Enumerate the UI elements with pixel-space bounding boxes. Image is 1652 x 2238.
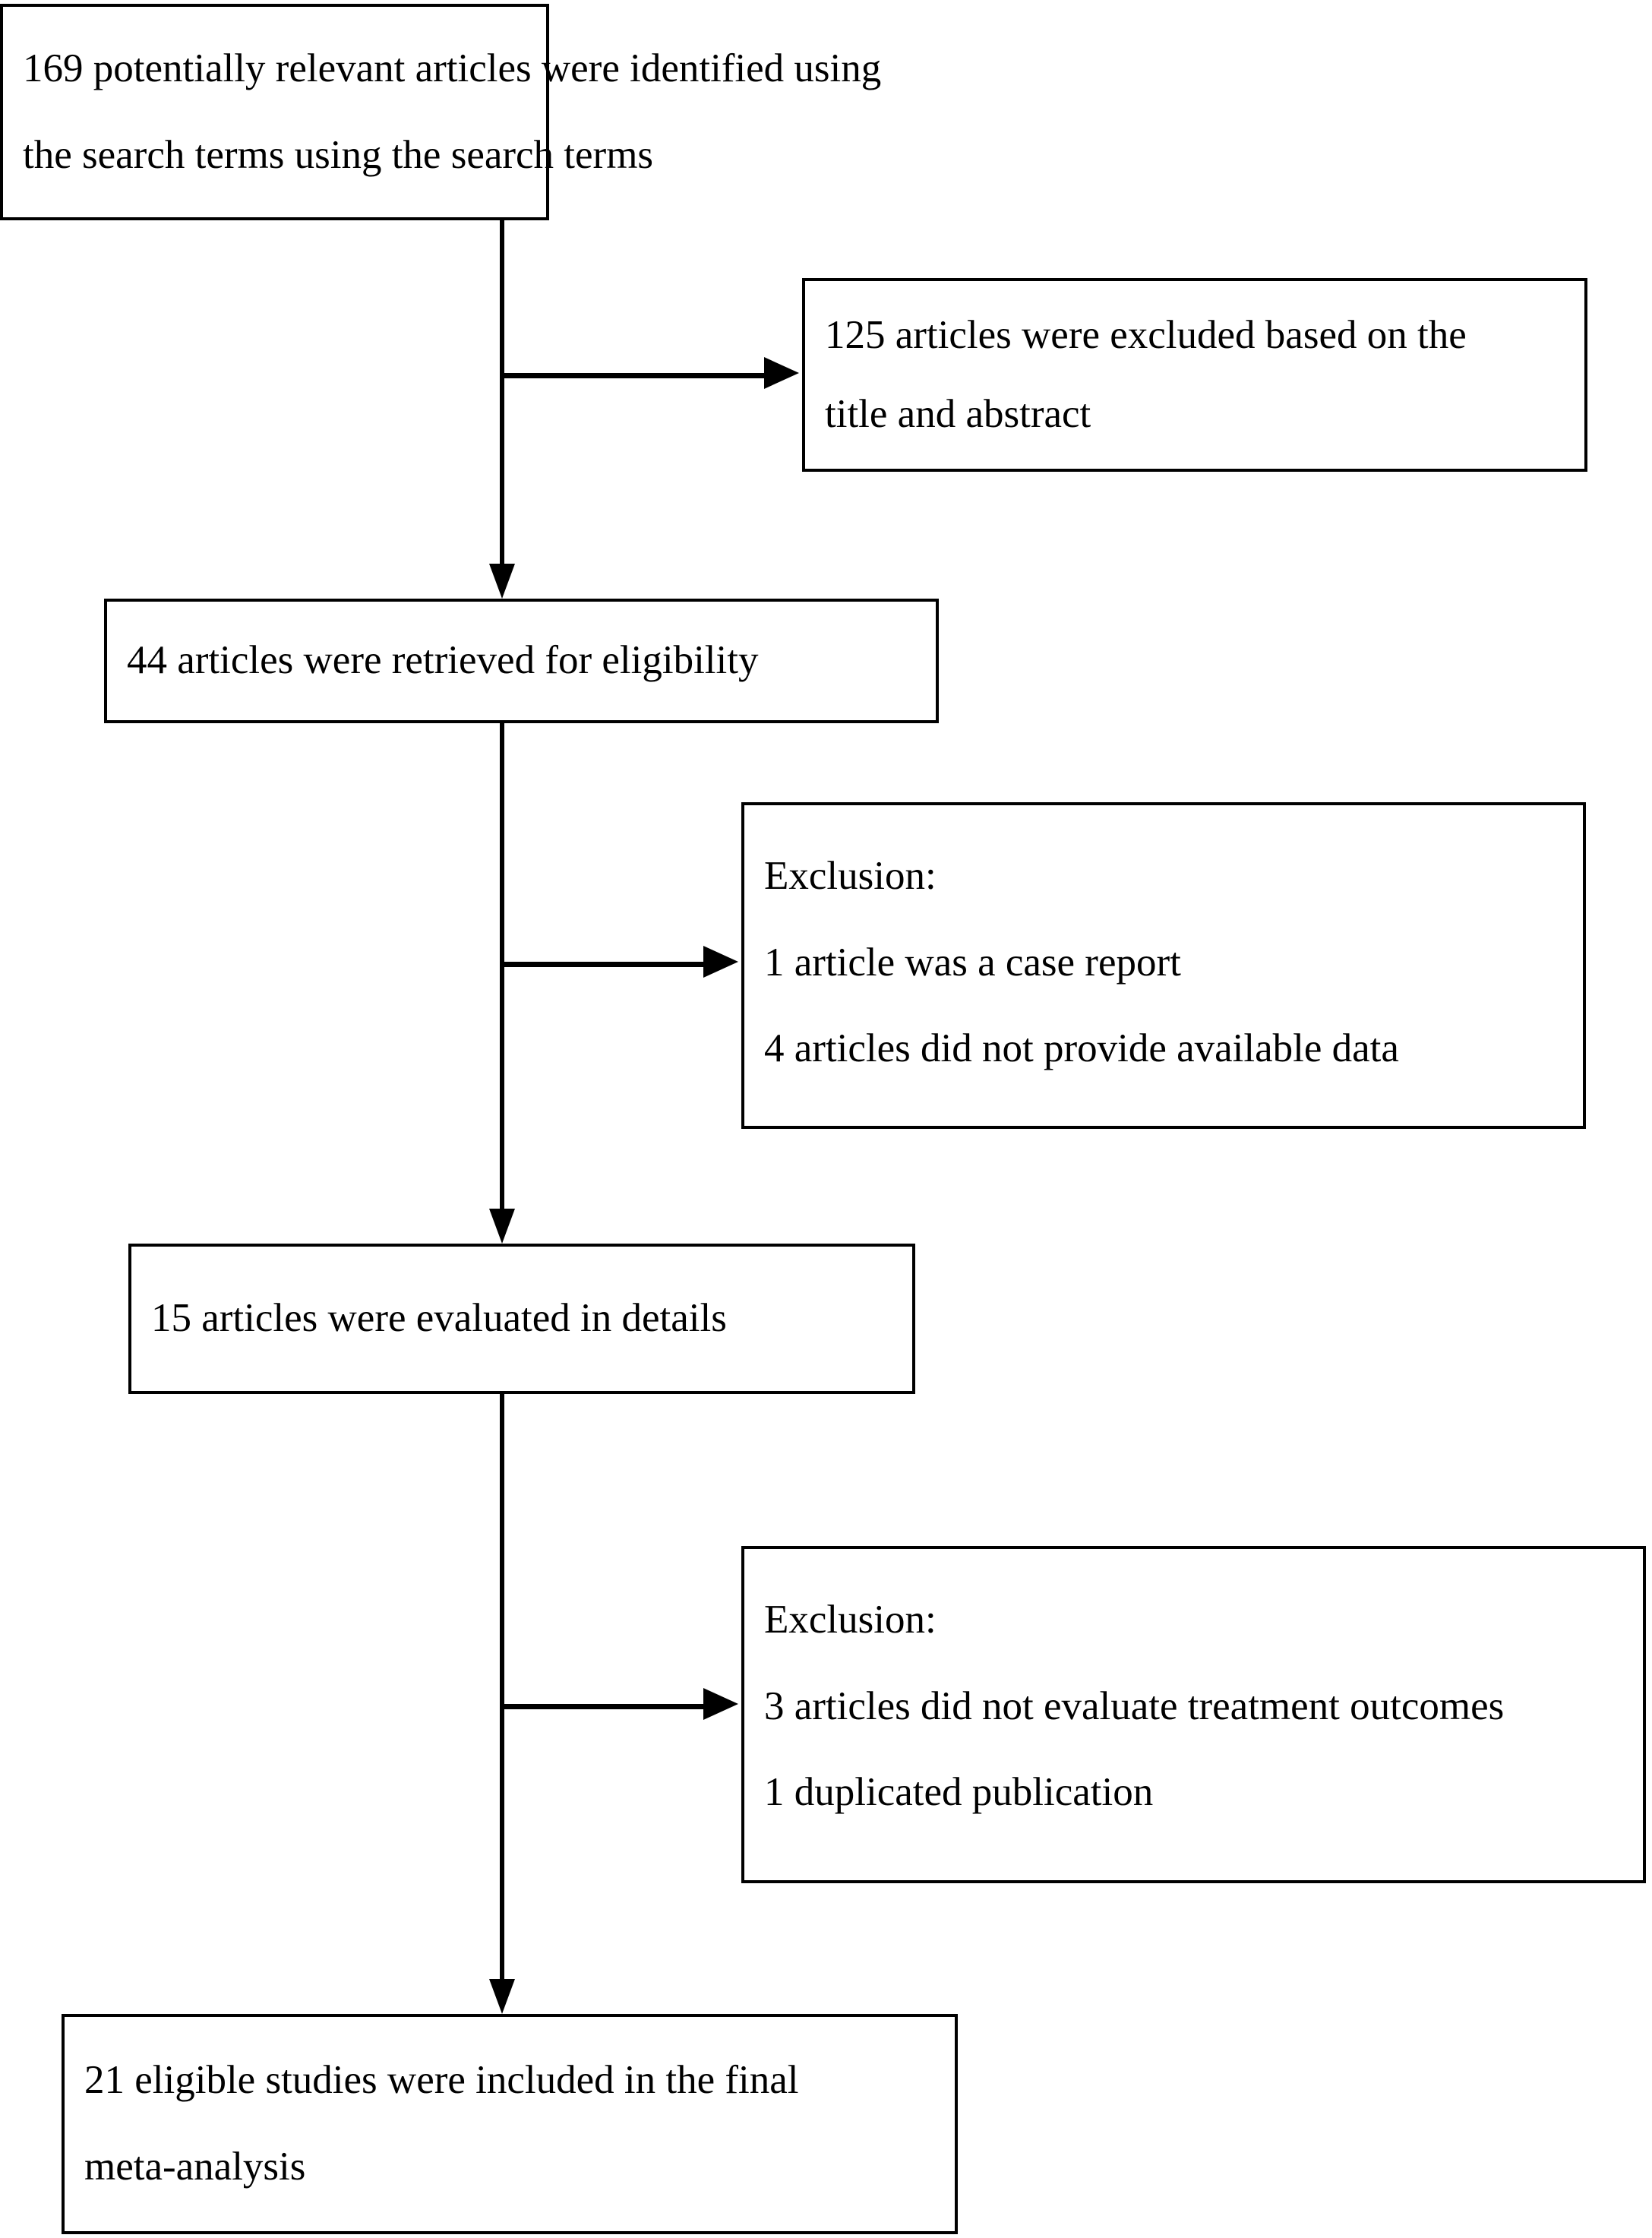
node-studies-included-line-2: meta-analysis [84, 2145, 306, 2189]
node-articles-identified: 169 potentially relevant articles were i… [0, 4, 882, 220]
connector-to-excluded-title-abstract [500, 373, 764, 378]
node-articles-evaluated: 15 articles were evaluated in details [128, 1244, 915, 1394]
arrowhead-to-excluded-title-abstract [764, 357, 799, 389]
node-exclusion-first: Exclusion: 1 article was a case report 4… [741, 802, 1586, 1129]
node-exclusion-first-line-2: 1 article was a case report [764, 940, 1181, 985]
node-exclusion-second: Exclusion: 3 articles did not evaluate t… [741, 1546, 1646, 1883]
arrowhead-retrieved-to-evaluated [489, 1209, 515, 1244]
node-articles-identified-line-2: the search terms using the search terms [23, 132, 654, 177]
node-exclusion-first-line-3: 4 articles did not provide available dat… [764, 1026, 1399, 1071]
node-articles-evaluated-line-1: 15 articles were evaluated in details [151, 1296, 727, 1341]
node-exclusion-second-line-1: Exclusion: [764, 1598, 937, 1642]
arrowhead-evaluated-to-included [489, 1979, 515, 2014]
connector-evaluated-to-included [500, 1392, 504, 1979]
connector-identified-to-retrieved [500, 220, 504, 564]
node-exclusion-second-line-2: 3 articles did not evaluate treatment ou… [764, 1683, 1505, 1728]
node-studies-included-line-1: 21 eligible studies were included in the… [84, 2058, 799, 2103]
arrowhead-to-exclusion-first [703, 946, 738, 978]
arrowhead-identified-to-retrieved [489, 564, 515, 599]
node-excluded-title-abstract-line-2: title and abstract [825, 391, 1091, 436]
node-exclusion-second-line-3: 1 duplicated publication [764, 1770, 1154, 1815]
node-articles-identified-line-1: 169 potentially relevant articles were i… [23, 46, 882, 90]
node-articles-retrieved-line-1: 44 articles were retrieved for eligibili… [127, 638, 759, 683]
arrowhead-to-exclusion-second [703, 1688, 738, 1720]
node-articles-retrieved: 44 articles were retrieved for eligibili… [104, 599, 939, 723]
connector-to-exclusion-second [500, 1704, 703, 1709]
node-exclusion-first-line-1: Exclusion: [764, 854, 937, 898]
node-excluded-title-abstract: 125 articles were excluded based on the … [802, 278, 1587, 472]
node-studies-included: 21 eligible studies were included in the… [62, 2014, 958, 2234]
connector-to-exclusion-first [500, 962, 703, 967]
node-excluded-title-abstract-line-1: 125 articles were excluded based on the [825, 312, 1467, 357]
